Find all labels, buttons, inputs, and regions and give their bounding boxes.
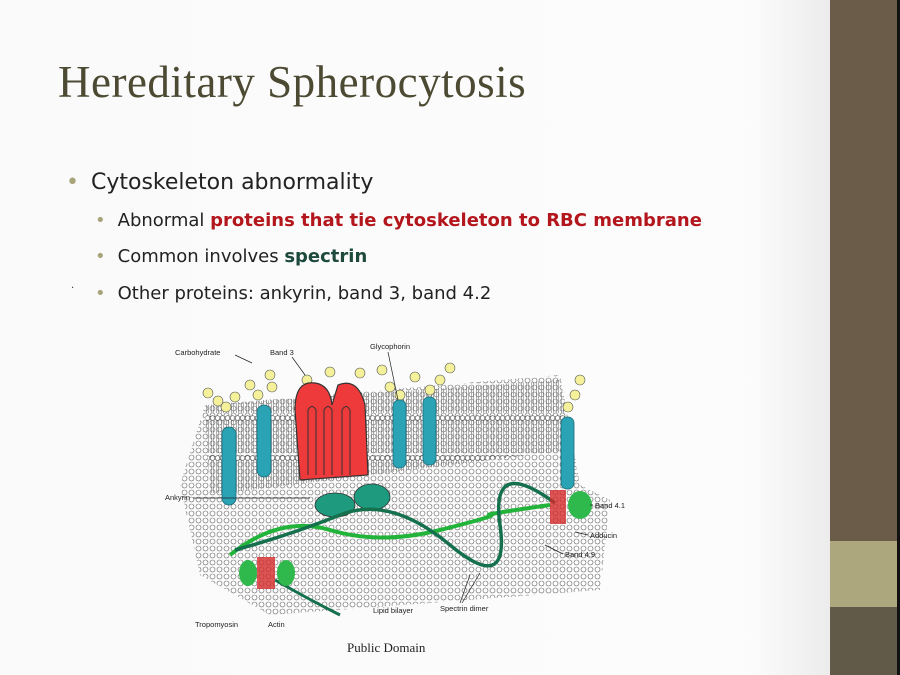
bullet-2: • Abnormal proteins that tie cytoskeleton… xyxy=(95,210,702,231)
stray-mark: · xyxy=(71,283,75,294)
slide-title: Hereditary Spherocytosis xyxy=(58,57,527,107)
bullet-text: Abnormal xyxy=(117,210,211,231)
label-band49: Band 4.9 xyxy=(565,550,595,559)
actin-complex xyxy=(239,490,592,589)
label-ankyrin: Ankyrin xyxy=(165,493,190,502)
bullet-4: • Other proteins: ankyrin, band 3, band 4… xyxy=(95,283,491,304)
label-glycophorin: Glycophorin xyxy=(370,342,410,351)
diagram-labels: Carbohydrate Band 3 Glycophorin Ankyrin … xyxy=(165,342,625,629)
spectrin-strand-dark xyxy=(234,481,557,568)
sidebar-accent-band xyxy=(830,541,897,607)
bullet-text: Common involves xyxy=(117,246,285,267)
bullet-highlight: spectrin xyxy=(284,246,368,267)
window-edge xyxy=(897,0,900,675)
bullet-dot-icon: • xyxy=(95,283,106,304)
label-band3: Band 3 xyxy=(270,348,294,357)
carbohydrate-chains xyxy=(202,362,586,413)
label-actin: Actin xyxy=(268,620,285,629)
image-credit: Public Domain xyxy=(347,640,426,655)
bullet-highlight: proteins that tie cytoskeleton to RBC me… xyxy=(210,210,702,231)
slide: Hereditary Spherocytosis • Cytoskeleton a… xyxy=(0,0,830,675)
bullet-dot-icon: • xyxy=(95,210,106,231)
spectrin-strand-light xyxy=(228,503,551,557)
label-tropomyosin: Tropomyosin xyxy=(195,620,238,629)
label-carbohydrate: Carbohydrate xyxy=(175,348,220,357)
label-arrows xyxy=(193,351,593,604)
bullet-dot-icon: • xyxy=(66,170,79,195)
rbc-membrane-diagram: Carbohydrate Band 3 Glycophorin Ankyrin … xyxy=(165,342,625,629)
bullet-text: Cytoskeleton abnormality xyxy=(90,170,374,195)
glycophorin-proteins xyxy=(221,396,575,506)
label-lipid-bilayer: Lipid bilayer xyxy=(373,606,414,615)
bullet-text: Other proteins: ankyrin, band 3, band 4.… xyxy=(117,283,492,304)
bullet-3: • Common involves spectrin xyxy=(95,246,367,267)
bullet-1: • Cytoskeleton abnormality xyxy=(66,170,373,195)
sidebar-lower-block xyxy=(830,607,897,675)
label-spectrin-dimer: Spectrin dimer xyxy=(440,604,489,613)
label-adducin: Adducin xyxy=(590,531,617,540)
slide-theme-sidebar xyxy=(830,0,897,675)
label-band41: Band 4.1 xyxy=(595,501,625,510)
bullet-dot-icon: • xyxy=(95,246,106,267)
